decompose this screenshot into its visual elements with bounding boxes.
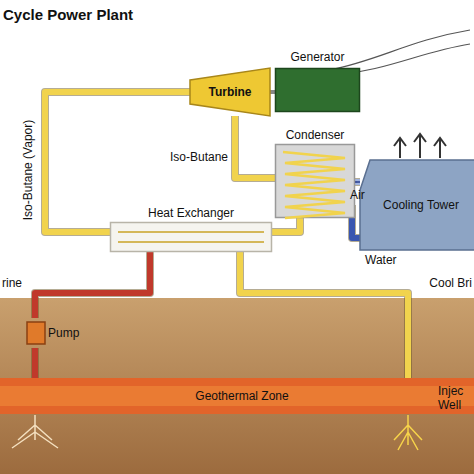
injection-well [394, 415, 422, 450]
heat-exchanger-body [111, 223, 272, 252]
air-label: Air [350, 188, 365, 202]
node-label: Condenser [275, 128, 355, 142]
turbine-shape [190, 68, 270, 116]
tower-body [360, 160, 474, 250]
turbine: Turbine [190, 68, 270, 116]
condenser-body [276, 145, 355, 218]
production-well [12, 415, 58, 448]
pipe-line [240, 252, 408, 378]
zone-band [0, 378, 474, 414]
condenser: Condenser [275, 128, 355, 218]
pipe-outline [235, 116, 275, 178]
pipe-line [35, 252, 150, 318]
pipe-line [235, 116, 275, 178]
pipe-connector [35, 348, 36, 378]
pipe-outline [31, 348, 39, 378]
pipe-outline [35, 252, 150, 318]
node-label: Cooling Tower [383, 198, 459, 212]
pipe-connector [235, 116, 275, 178]
pipe-outline [240, 252, 408, 378]
pipe-connector [272, 218, 300, 232]
node-label: Heat Exchanger [110, 206, 272, 220]
geothermal-zone: Geothermal Zone [0, 378, 474, 414]
diagram-title: Cycle Power Plant [3, 6, 133, 23]
node-label: Pump [48, 326, 79, 340]
exchanger-tubes [118, 232, 264, 242]
pipe-line [32, 348, 38, 378]
pump: Pump [26, 318, 90, 348]
well-label: Injec Well [438, 384, 472, 412]
vertical-label: Iso-Butane (Vapor) [21, 120, 35, 221]
pipe-outline [272, 218, 300, 232]
brine-label: rine [2, 276, 22, 290]
pipe-label: Iso-Butane [170, 150, 228, 164]
pipe-line [272, 218, 300, 232]
pump-body [27, 322, 45, 344]
vapor-arrows [394, 134, 446, 158]
pipe-connector [35, 252, 150, 318]
pipe-connector [240, 252, 408, 378]
heat-exchanger: Heat Exchanger [110, 206, 272, 252]
zone-glow [0, 386, 474, 406]
generator-body [276, 69, 360, 112]
condenser-coil [283, 152, 345, 218]
cool-brine-label: Cool Bri [429, 276, 472, 290]
water-label: Water [365, 253, 397, 267]
generator: Generator [275, 50, 360, 112]
node-label: Turbine [208, 85, 251, 99]
cooling-tower: Cooling Tower [360, 160, 474, 250]
node-label: Generator [275, 50, 360, 64]
node-label: Geothermal Zone [195, 389, 288, 403]
